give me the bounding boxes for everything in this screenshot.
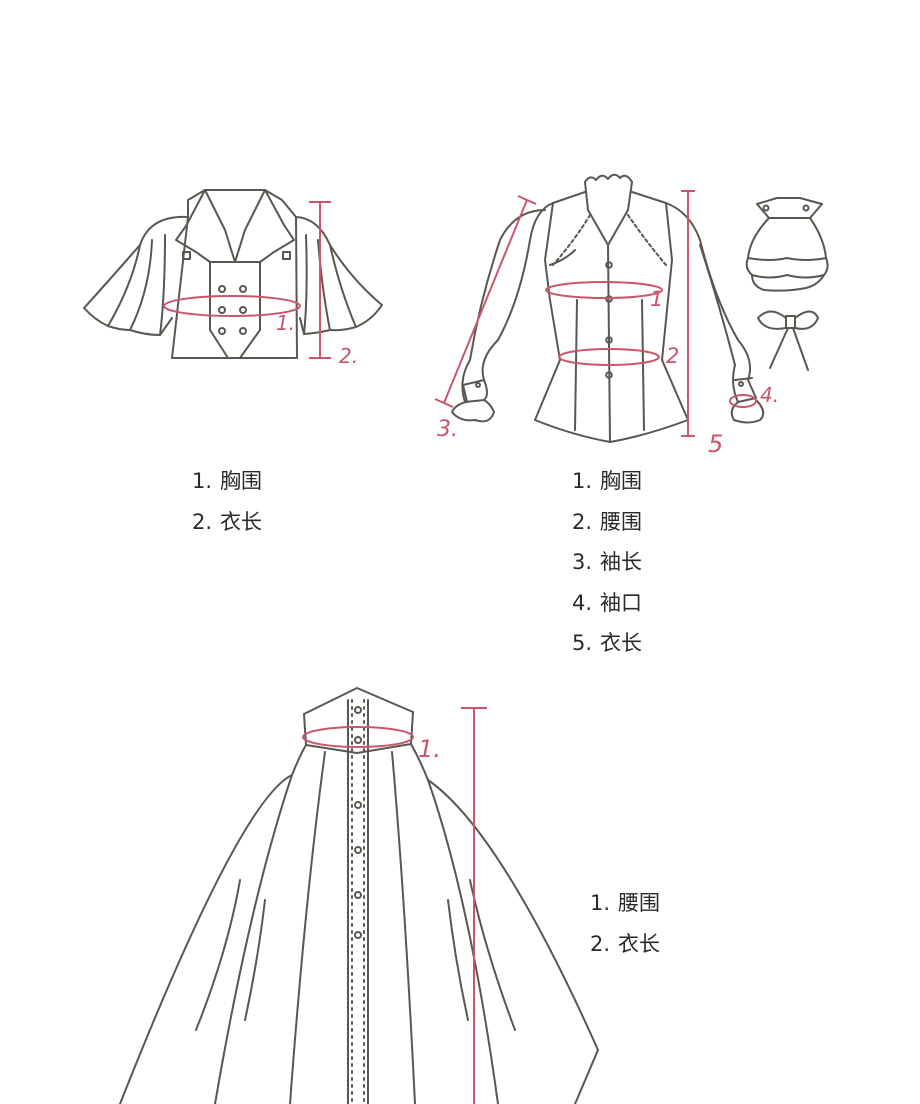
legend-item: 2.衣长 — [192, 509, 263, 534]
legend-item: 5.衣长 — [572, 631, 643, 655]
skirt-length-line — [461, 707, 487, 1104]
blouse-chest-line — [545, 281, 663, 299]
legend-item: 1.胸围 — [572, 469, 643, 493]
skirt-marker-1: 1. — [418, 735, 441, 763]
blouse-legend: 1.胸围 2.腰围 3.袖长 4.袖口 5.衣长 — [572, 461, 642, 664]
skirt-waist-line — [302, 726, 414, 748]
vest-legend: 1.胸围 2.衣长 — [192, 461, 262, 542]
legend-item: 1.腰围 — [590, 891, 661, 915]
vest-measure-lines — [163, 201, 331, 359]
blouse-marker-4: 4. — [760, 383, 779, 407]
blouse-waist-line — [558, 348, 660, 366]
blouse-marker-3: 3. — [437, 417, 458, 442]
blouse-marker-2: 2 — [666, 344, 679, 368]
vest-marker-1: 1. — [276, 311, 295, 335]
skirt-legend: 1.腰围 2.衣长 — [590, 883, 660, 964]
blouse-illustration — [451, 173, 829, 443]
blouse-length-line — [681, 190, 695, 437]
legend-item: 2.腰围 — [572, 509, 643, 534]
blouse-sleeve-length-line — [434, 195, 537, 408]
blouse-measure-lines — [434, 190, 757, 437]
skirt-illustration — [119, 687, 599, 1104]
vest-length-line — [309, 201, 331, 359]
legend-item: 2.衣长 — [590, 931, 661, 956]
legend-item: 1.胸围 — [192, 469, 263, 493]
blouse-cuff-line — [729, 394, 757, 408]
vest-marker-2: 2. — [339, 344, 358, 368]
legend-item: 3.袖长 — [572, 550, 643, 574]
blouse-marker-1: 1 — [650, 287, 663, 311]
blouse-marker-5: 5 — [708, 430, 723, 458]
skirt-measure-lines — [302, 707, 487, 1104]
legend-item: 4.袖口 — [572, 590, 643, 615]
vest-chest-line — [163, 295, 301, 317]
vest-illustration — [83, 189, 383, 359]
